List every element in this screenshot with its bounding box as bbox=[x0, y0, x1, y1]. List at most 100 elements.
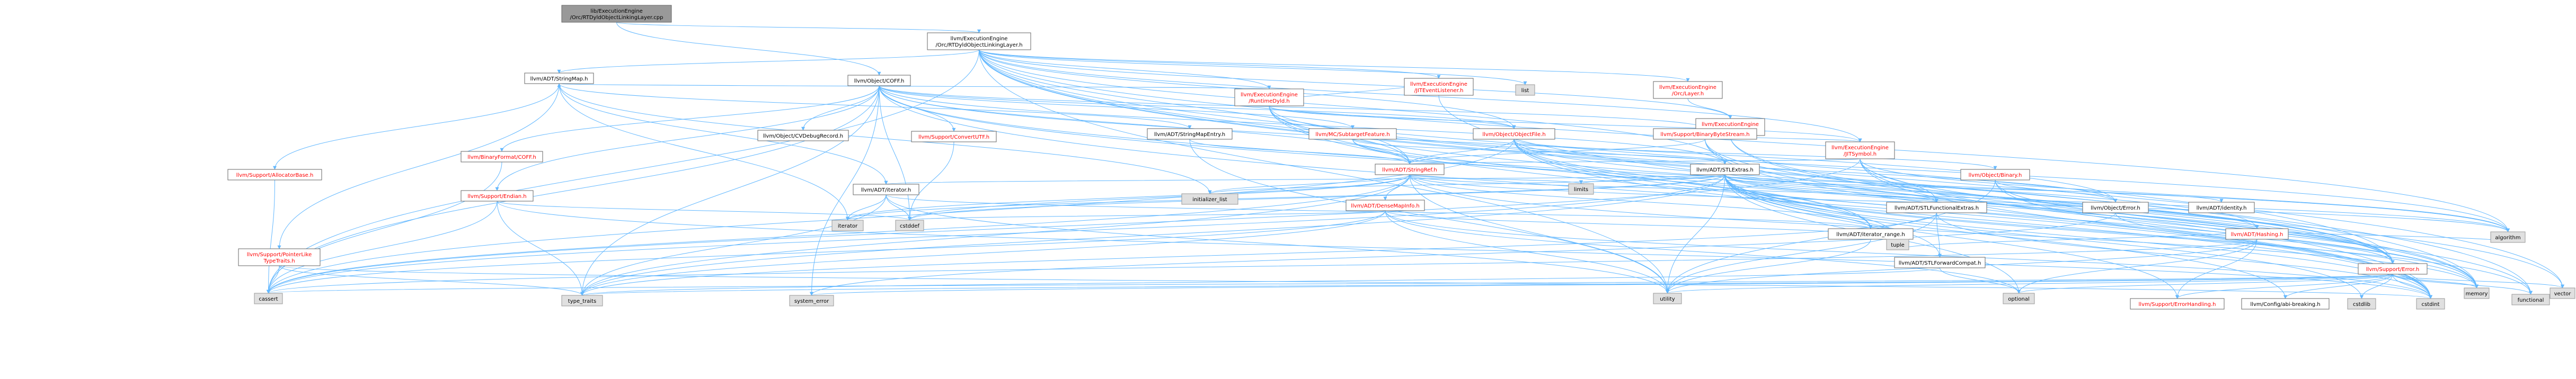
node-adtidentity[interactable]: llvm/ADT/identity.h bbox=[2188, 202, 2255, 213]
node-label: llvm/ADT/STLExtras.h bbox=[1696, 167, 1754, 173]
node-binfmt[interactable]: llvm/BinaryFormat/COFF.h bbox=[461, 151, 543, 163]
node-label: llvm/BinaryFormat/COFF.h bbox=[467, 155, 536, 160]
node-typetraits: type_traits bbox=[561, 295, 603, 306]
node-label: /Orc/RTDyldObjectLinkingLayer.h bbox=[935, 42, 1022, 48]
node-bytestream[interactable]: llvm/Support/BinaryByteStream.h bbox=[1653, 128, 1757, 140]
node-label: memory bbox=[2466, 291, 2488, 297]
edge-stlforward-to-typetraits bbox=[580, 267, 1940, 296]
node-label: llvm/ExecutionEngine bbox=[1241, 92, 1298, 98]
node-runtimedyld[interactable]: llvm/ExecutionEngine/RuntimeDyld.h bbox=[1234, 88, 1304, 106]
node-label: lib/ExecutionEngine bbox=[590, 8, 643, 14]
node-box bbox=[2490, 231, 2526, 243]
edge-rtdyld_hdr-to-jitevent bbox=[979, 49, 1441, 79]
node-objfile[interactable]: llvm/Object/ObjectFile.h bbox=[1473, 128, 1555, 140]
edge-hashing-to-cassert bbox=[267, 239, 2258, 294]
node-root[interactable]: lib/ExecutionEngine/Orc/RTDyldObjectLink… bbox=[561, 5, 672, 23]
edge-densemapinfo-to-typetraits bbox=[580, 210, 1386, 296]
node-label: llvm/ADT/STLForwardCompat.h bbox=[1899, 260, 1981, 266]
node-strmapentry[interactable]: llvm/ADT/StringMapEntry.h bbox=[1147, 128, 1233, 140]
node-box bbox=[1404, 78, 1474, 96]
node-stlforward[interactable]: llvm/ADT/STLForwardCompat.h bbox=[1894, 257, 1986, 268]
node-jitsymbol[interactable]: llvm/ExecutionEngine/JITSymbol.h bbox=[1825, 141, 1895, 159]
node-convertutf[interactable]: llvm/Support/ConvertUTF.h bbox=[911, 131, 997, 142]
node-label: llvm/ExecutionEngine bbox=[1831, 145, 1889, 151]
edge-coff-to-supporterror bbox=[879, 85, 2395, 264]
node-iterrange[interactable]: llvm/ADT/iterator_range.h bbox=[1828, 228, 1914, 240]
node-box bbox=[254, 293, 283, 304]
node-cvdebug[interactable]: llvm/Object/CVDebugRecord.h bbox=[757, 130, 849, 141]
edge-root-to-coff bbox=[616, 22, 881, 76]
node-allocbase[interactable]: llvm/Support/AllocatorBase.h bbox=[227, 169, 322, 181]
edge-supporterror-to-functional bbox=[2392, 274, 2533, 295]
edge-allocbase-to-cassert bbox=[267, 179, 275, 294]
node-rtdyld_hdr[interactable]: llvm/ExecutionEngine/Orc/RTDyldObjectLin… bbox=[927, 32, 1031, 50]
edge-supporterror-to-cassert bbox=[267, 274, 2393, 294]
node-list: list bbox=[1515, 84, 1535, 96]
node-label: optional bbox=[2008, 296, 2030, 302]
node-box bbox=[1894, 257, 1986, 268]
node-box bbox=[1515, 84, 1535, 96]
node-box bbox=[1234, 88, 1304, 106]
node-label: llvm/Support/BinaryByteStream.h bbox=[1660, 132, 1749, 138]
edge-stlextras-to-errhandling bbox=[1724, 174, 2179, 299]
node-orclayer[interactable]: llvm/ExecutionEngine/Orc/Layer.h bbox=[1653, 81, 1723, 99]
node-coff[interactable]: llvm/Object/COFF.h bbox=[847, 75, 911, 86]
node-box bbox=[2416, 298, 2445, 310]
edge-objbinary-to-supporterror bbox=[1995, 179, 2395, 264]
node-abibreaking[interactable]: llvm/Config/abi-breaking.h bbox=[2241, 298, 2330, 310]
node-algorithm: algorithm bbox=[2490, 231, 2526, 243]
node-box bbox=[524, 73, 594, 84]
node-label: llvm/MC/SubtargetFeature.h bbox=[1315, 132, 1389, 138]
node-stringref[interactable]: llvm/ADT/StringRef.h bbox=[1375, 164, 1445, 175]
node-supporterror[interactable]: llvm/Support/Error.h bbox=[2358, 263, 2428, 275]
node-label: llvm/ADT/STLFunctionalExtras.h bbox=[1895, 205, 1979, 211]
node-box bbox=[1690, 164, 1760, 175]
edge-stlextras-to-memory bbox=[1724, 174, 2478, 288]
node-box bbox=[461, 151, 543, 163]
node-label: llvm/Object/ObjectFile.h bbox=[1482, 132, 1545, 138]
node-endian[interactable]: llvm/Support/Endian.h bbox=[461, 190, 534, 202]
node-label: algorithm bbox=[2495, 235, 2520, 241]
node-box bbox=[1886, 239, 1909, 250]
node-mcsubtarget[interactable]: llvm/MC/SubtargetFeature.h bbox=[1308, 128, 1397, 140]
node-box bbox=[1960, 169, 2030, 181]
node-utility: utility bbox=[1653, 293, 1682, 304]
node-box bbox=[1886, 202, 1987, 213]
edge-objfile-to-objbinary bbox=[1513, 139, 1997, 170]
node-box bbox=[1345, 200, 1425, 211]
edge-coff-to-binfmt bbox=[500, 85, 880, 152]
edge-stringmap-to-initlist bbox=[559, 83, 1212, 194]
node-objbinary[interactable]: llvm/Object/Binary.h bbox=[1960, 169, 2030, 181]
edge-stlextras-to-initlist bbox=[1208, 174, 1725, 194]
edge-stringmap-to-strmapentry bbox=[559, 83, 1192, 129]
node-stlextras[interactable]: llvm/ADT/STLExtras.h bbox=[1690, 164, 1760, 175]
node-hashing[interactable]: llvm/ADT/Hashing.h bbox=[2225, 228, 2289, 240]
node-label: llvm/ADT/StringMap.h bbox=[530, 76, 588, 82]
node-label: list bbox=[1521, 88, 1529, 94]
edge-coff-to-stlextras bbox=[879, 85, 1727, 165]
edge-rtdyld_hdr-to-stringmap bbox=[557, 49, 979, 74]
node-densemapinfo[interactable]: llvm/ADT/DenseMapInfo.h bbox=[1345, 200, 1425, 211]
node-box bbox=[2188, 202, 2255, 213]
node-box bbox=[561, 295, 603, 306]
node-cstdint: cstdint bbox=[2416, 298, 2445, 310]
node-stlfunc[interactable]: llvm/ADT/STLFunctionalExtras.h bbox=[1886, 202, 1987, 213]
edge-coff-to-cstddef bbox=[879, 85, 911, 221]
node-iterator_h[interactable]: llvm/ADT/iterator.h bbox=[853, 184, 919, 195]
node-tuple: tuple bbox=[1886, 239, 1909, 250]
node-label: llvm/Object/Binary.h bbox=[1969, 173, 2022, 178]
edge-rtdyld_hdr-to-utility bbox=[979, 49, 1669, 294]
edge-mcsubtarget-to-stlextras bbox=[1352, 139, 1727, 165]
edge-rtdyld_hdr-to-orccore bbox=[979, 49, 1732, 119]
node-stringmap[interactable]: llvm/ADT/StringMap.h bbox=[524, 73, 594, 84]
node-jitevent[interactable]: llvm/ExecutionEngine/JITEventListener.h bbox=[1404, 78, 1474, 96]
edge-stlfunc-to-stlforward bbox=[1936, 212, 1942, 258]
node-box bbox=[2358, 263, 2428, 275]
edge-coff-to-cvdebug bbox=[801, 85, 880, 131]
node-errhandling[interactable]: llvm/Support/ErrorHandling.h bbox=[2130, 298, 2225, 310]
node-box bbox=[1825, 141, 1895, 159]
node-objerror[interactable]: llvm/Object/Error.h bbox=[2082, 202, 2149, 213]
node-limits: limits bbox=[1568, 183, 1594, 195]
node-label: llvm/ADT/Hashing.h bbox=[2231, 232, 2283, 238]
